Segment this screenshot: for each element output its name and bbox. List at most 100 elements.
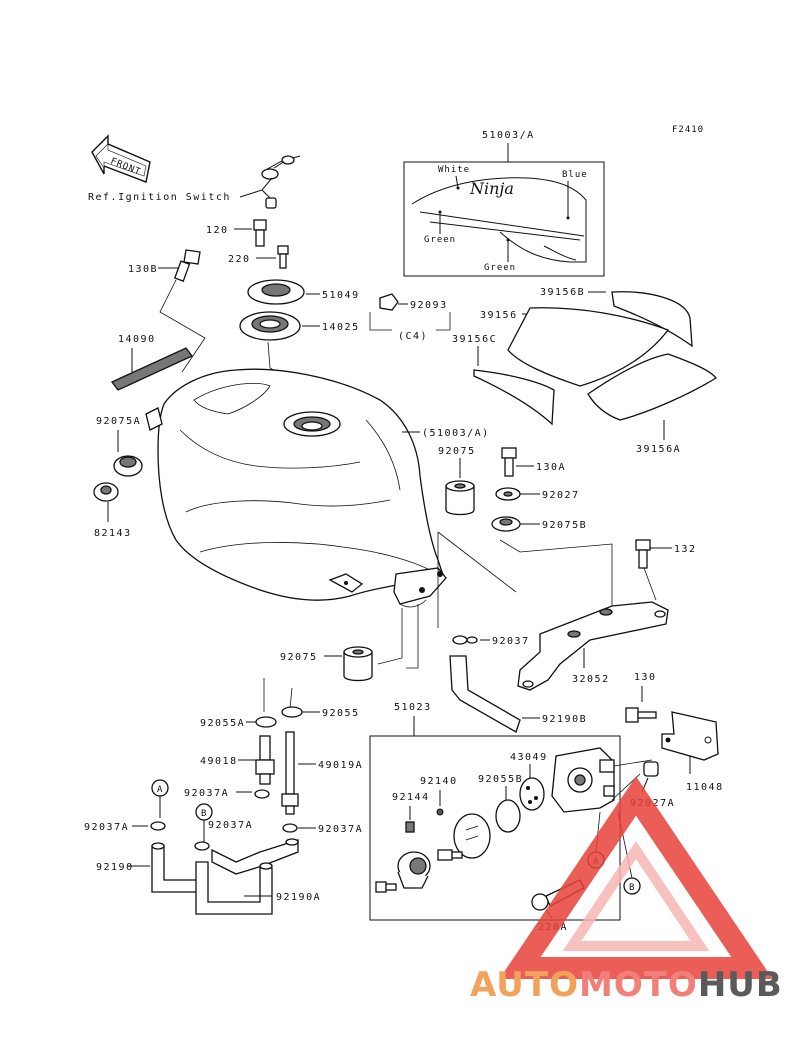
bolt-120 <box>253 219 267 247</box>
part-label-32052: 32052 <box>572 674 610 685</box>
clamp-92037a-2 <box>150 821 166 831</box>
part-label-92140: 92140 <box>420 776 458 787</box>
strip-14090 <box>110 347 194 391</box>
part-label-51003a-top: 51003/A <box>482 130 535 141</box>
bracket-11048 <box>661 711 719 761</box>
automotohub-watermark <box>499 776 773 979</box>
part-label-43049: 43049 <box>510 752 548 763</box>
spring-92144 <box>405 821 415 833</box>
fuel-valve-body <box>551 747 615 813</box>
tank-decal-illustration: Ninja <box>411 177 587 263</box>
color-label-green-2: Green <box>484 263 516 273</box>
part-label-51023: 51023 <box>394 702 432 713</box>
grommet-92075b <box>491 516 521 532</box>
part-label-c4: (C4) <box>398 331 428 342</box>
part-label-92190: 92190 <box>96 862 134 873</box>
figure-code: F2410 <box>672 125 704 135</box>
part-label-49018: 49018 <box>200 756 238 767</box>
part-label-11048: 11048 <box>686 782 724 793</box>
part-label-92075-top: 92075 <box>438 446 476 457</box>
bolt-130b <box>173 249 201 282</box>
color-label-blue: Blue <box>562 170 588 180</box>
part-label-82143: 82143 <box>94 528 132 539</box>
ref-ignition-switch-label: Ref.Ignition Switch <box>88 192 231 203</box>
damper-92075-mid <box>343 646 373 682</box>
part-label-39156b: 39156B <box>540 287 585 298</box>
part-label-92037a-4: 92037A <box>318 824 363 835</box>
part-label-39156a: 39156A <box>636 444 681 455</box>
part-label-92055: 92055 <box>322 708 360 719</box>
pad-39156a <box>587 353 717 421</box>
color-label-white: White <box>438 165 470 175</box>
bracket-32052 <box>517 601 669 691</box>
watermark-auto: AUTO <box>470 965 579 1005</box>
ignition-key-icon <box>239 155 301 209</box>
part-label-92055b: 92055B <box>478 774 523 785</box>
fitting-49019a <box>281 731 299 815</box>
ref-b-left: B <box>201 809 207 819</box>
watermark-moto: MOTO <box>579 965 698 1005</box>
decal-box <box>403 161 605 277</box>
part-label-130: 130 <box>634 672 657 683</box>
ref-circle-b-right <box>623 877 641 895</box>
front-arrow-icon: FRONT <box>91 134 151 183</box>
grommet-92093 <box>379 293 399 311</box>
clamp-92037 <box>452 635 478 645</box>
pad-39156c <box>473 369 555 426</box>
fuel-tank-body <box>145 368 447 608</box>
part-label-92055a: 92055A <box>200 718 245 729</box>
o-ring-92055a <box>255 716 277 728</box>
part-label-92190a: 92190A <box>276 892 321 903</box>
part-label-92037a-2: 92037A <box>84 822 129 833</box>
part-label-39156: 39156 <box>480 310 518 321</box>
part-label-92027: 92027 <box>542 490 580 501</box>
valve-screw <box>437 849 463 861</box>
washer-92027 <box>495 487 521 501</box>
part-label-92144: 92144 <box>392 792 430 803</box>
part-label-92037a-3: 92037A <box>208 820 253 831</box>
clamp-92037a-4 <box>282 823 298 833</box>
ball-92140 <box>436 808 444 816</box>
damper-92075-top <box>445 480 475 516</box>
valve-plate <box>453 813 491 859</box>
part-label-130a: 130A <box>536 462 566 473</box>
part-label-92075b: 92075B <box>542 520 587 531</box>
part-label-92093: 92093 <box>410 300 448 311</box>
pad-39156b <box>611 291 693 348</box>
bolt-130a <box>501 447 517 477</box>
part-label-92075-mid: 92075 <box>280 652 318 663</box>
part-label-120: 120 <box>206 225 229 236</box>
part-label-49019a: 49019A <box>318 760 363 771</box>
pad-39156 <box>507 307 670 387</box>
part-label-39156c: 39156C <box>452 334 497 345</box>
part-label-92037: 92037 <box>492 636 530 647</box>
part-label-130b: 130B <box>128 264 158 275</box>
ref-a-left: A <box>157 785 163 795</box>
collar-82143 <box>93 482 119 502</box>
clamp-92037a-3 <box>194 841 210 851</box>
fuel-cap-51049 <box>247 279 305 305</box>
hose-92190 <box>151 842 201 893</box>
part-label-220: 220 <box>228 254 251 265</box>
color-label-green-1: Green <box>424 235 456 245</box>
part-label-14025: 14025 <box>322 322 360 333</box>
grommet-92075a <box>113 455 143 477</box>
watermark-text: AUTOMOTOHUB <box>470 965 783 1005</box>
o-ring-92055b <box>495 799 521 833</box>
cap-ring-14025 <box>239 311 301 341</box>
part-label-92190b: 92190B <box>542 714 587 725</box>
watermark-hub: HUB <box>698 965 783 1005</box>
ref-b-right: B <box>629 883 635 893</box>
ninja-logo-text: Ninja <box>469 179 514 198</box>
bolt-130 <box>625 707 657 723</box>
valve-lever <box>397 851 431 889</box>
bolt-220 <box>277 245 289 269</box>
part-label-51049: 51049 <box>322 290 360 301</box>
bolt-132 <box>635 539 651 569</box>
collar-92027a <box>643 761 659 777</box>
part-label-92037a-1: 92037A <box>184 788 229 799</box>
part-label-92075a: 92075A <box>96 416 141 427</box>
gasket-43049 <box>519 777 545 811</box>
hose-92190b <box>449 655 521 733</box>
part-label-132: 132 <box>674 544 697 555</box>
